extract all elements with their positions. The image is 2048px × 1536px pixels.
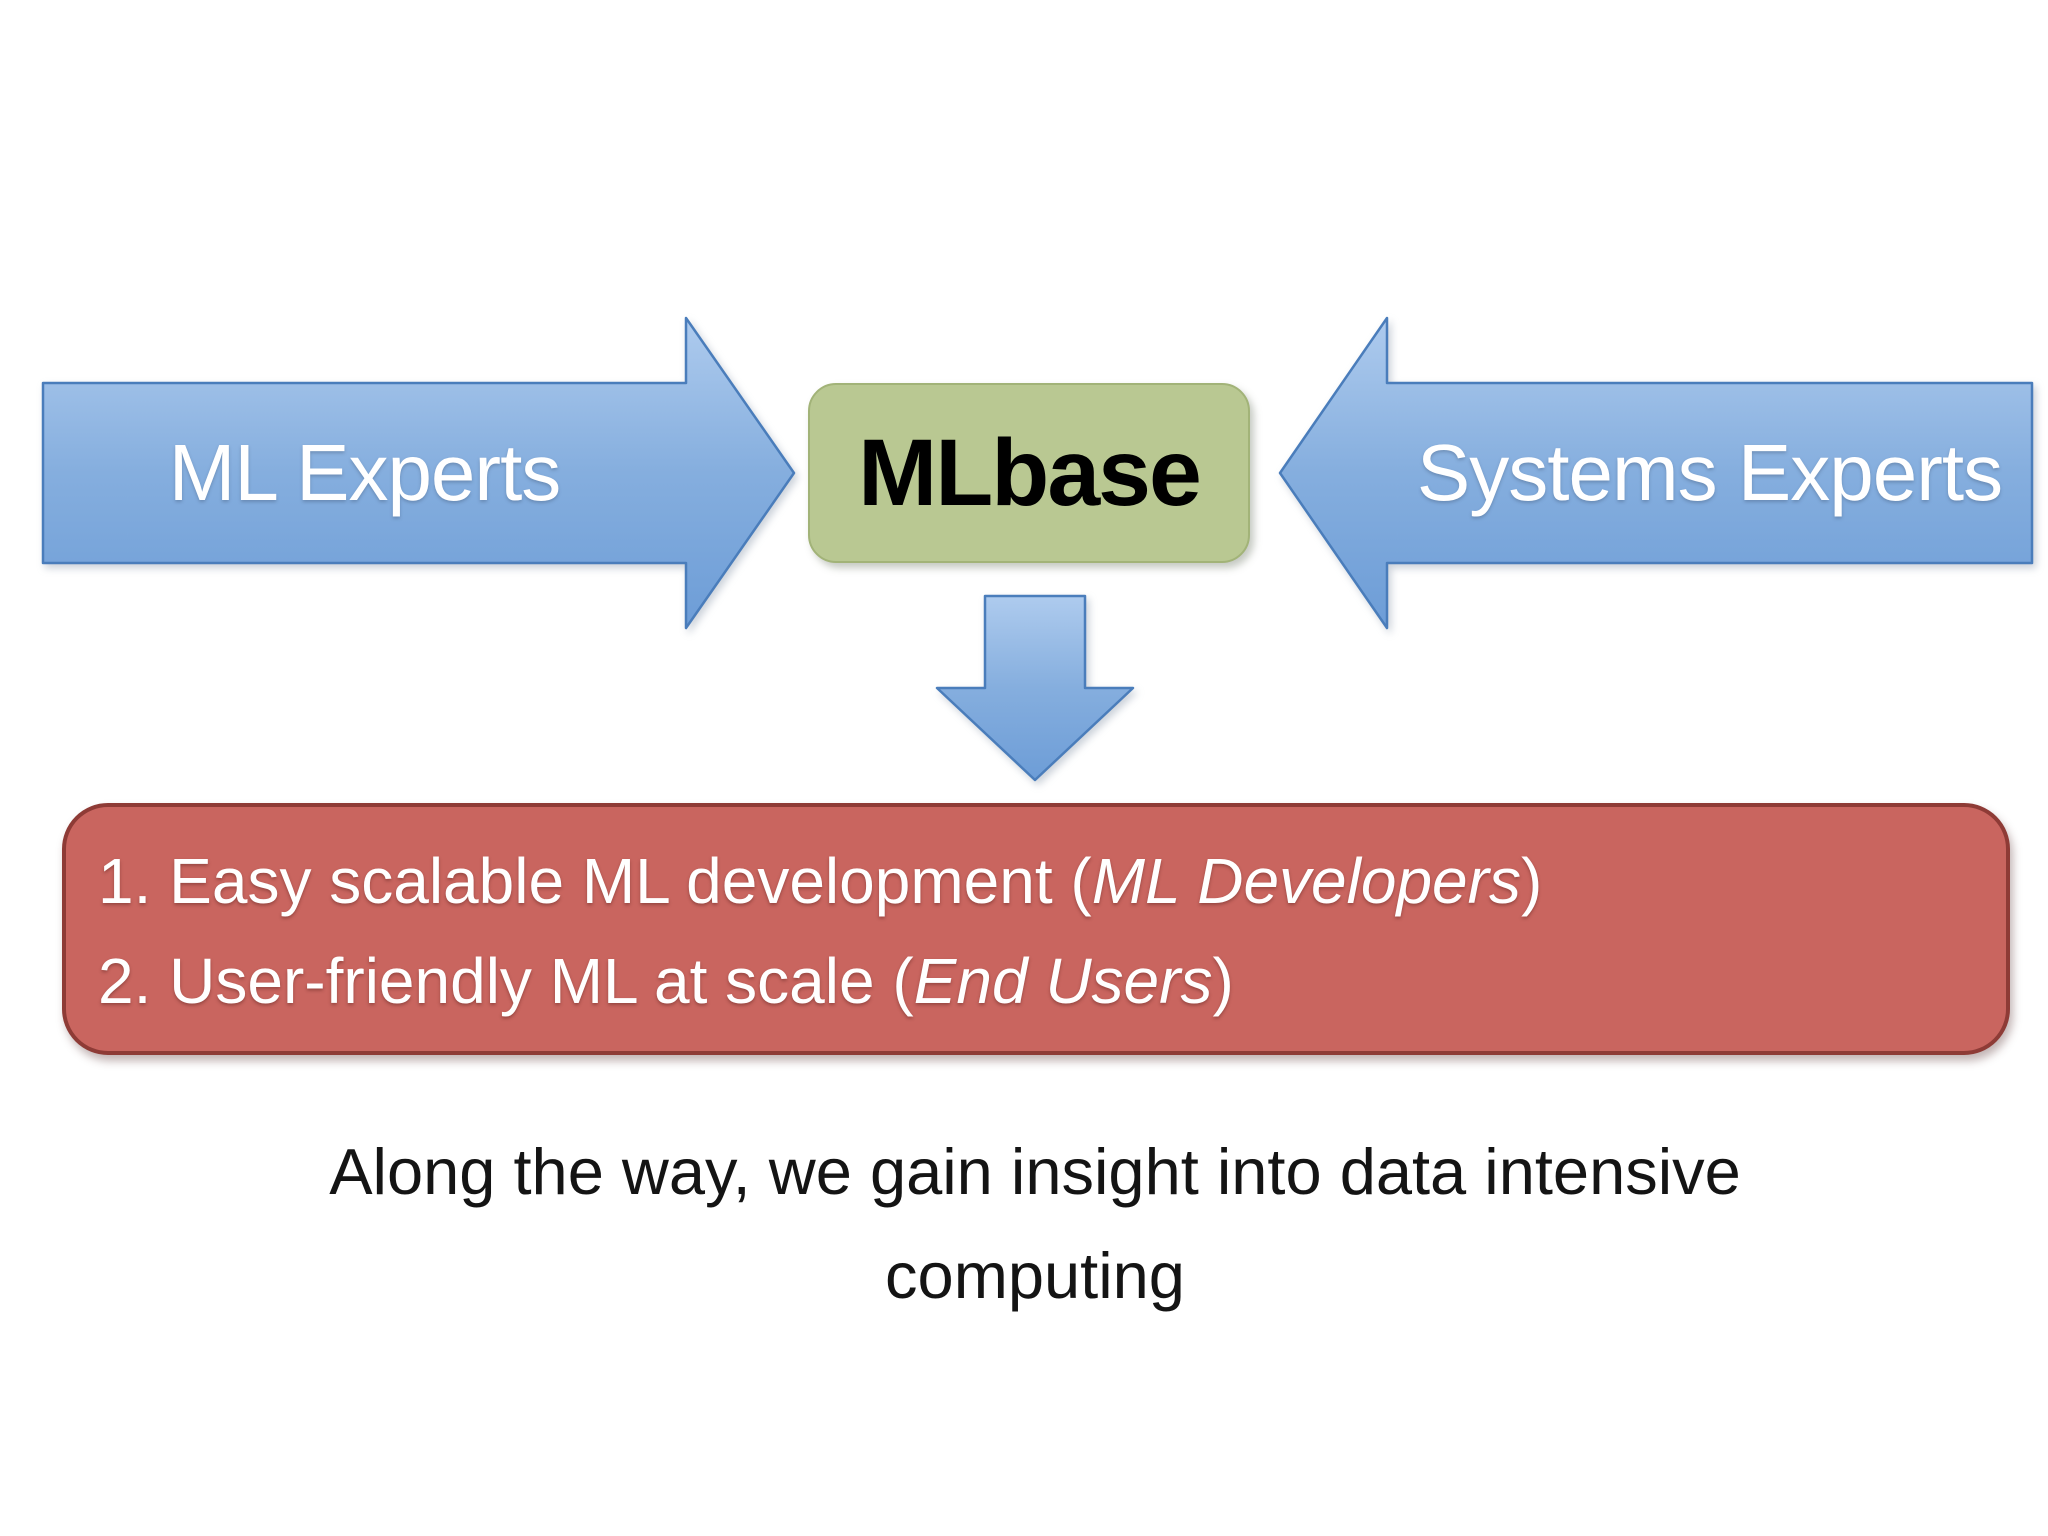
goal-2-text: 2. User-friendly ML at scale ( <box>98 945 914 1017</box>
down-arrow <box>935 594 1135 782</box>
footer-caption: Along the way, we gain insight into data… <box>60 1120 2010 1328</box>
goal-item-1: 1. Easy scalable ML development (ML Deve… <box>98 831 1976 931</box>
systems-experts-label: Systems Experts <box>1416 428 2003 517</box>
ml-experts-arrow <box>41 316 796 630</box>
goal-item-2: 2. User-friendly ML at scale (End Users) <box>98 931 1976 1031</box>
footer-caption-line-2: computing <box>885 1239 1185 1312</box>
footer-caption-line-1: Along the way, we gain insight into data… <box>329 1135 1741 1208</box>
goal-1-text: 1. Easy scalable ML development ( <box>98 845 1092 917</box>
goal-1-emphasis: ML Developers <box>1091 845 1521 917</box>
goal-2-emphasis: End Users <box>913 945 1213 1017</box>
mlbase-box: MLbase <box>808 383 1250 563</box>
goals-box: 1. Easy scalable ML development (ML Deve… <box>62 803 2010 1055</box>
goal-2-close: ) <box>1212 945 1234 1017</box>
systems-experts-arrow <box>1278 316 2034 630</box>
goal-1-close: ) <box>1520 845 1543 917</box>
ml-experts-label: ML Experts <box>168 428 562 517</box>
mlbase-title: MLbase <box>858 419 1202 526</box>
